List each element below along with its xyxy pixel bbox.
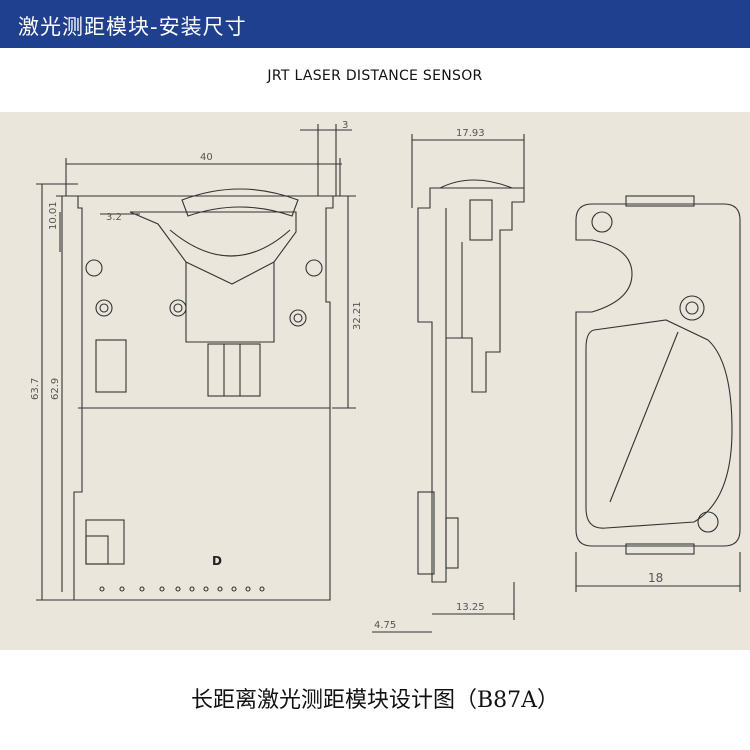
- back-hole: [697, 511, 719, 533]
- chip-inner: [85, 535, 109, 565]
- back-hole: [591, 211, 613, 233]
- lens-top: [181, 188, 299, 217]
- dim-label-4-75: 4.75: [374, 620, 396, 631]
- side-body: [417, 187, 525, 583]
- mounting-hole-inner: [293, 313, 303, 323]
- caption: 长距离激光测距模块设计图（B87A）: [190, 688, 560, 713]
- mounting-hole: [95, 299, 113, 317]
- board-label: D: [212, 554, 222, 568]
- dim-label-62-9: 62.9: [50, 378, 61, 400]
- side-inner-block: [469, 199, 493, 241]
- mounting-hole-inner: [173, 303, 183, 313]
- side-top-lens: [439, 179, 513, 189]
- dim-label-32-21: 32.21: [352, 301, 363, 330]
- back-sensor-inner: [685, 301, 699, 315]
- chip: [85, 519, 125, 565]
- subtitle: JRT LASER DISTANCE SENSOR: [267, 68, 483, 84]
- header-title: 激光测距模块-安装尺寸: [18, 15, 247, 39]
- dim-label-10-01: 10.01: [48, 201, 59, 230]
- back-view: [575, 195, 741, 592]
- lens-housing: [129, 211, 297, 343]
- dim-label-3-2: 3.2: [106, 212, 122, 223]
- pin-row: [99, 586, 265, 592]
- lens-inner-v: [169, 229, 291, 257]
- back-lens-split: [609, 331, 679, 503]
- dim-label-63-7: 63.7: [30, 378, 41, 400]
- left-component: [95, 339, 127, 393]
- mounting-hole: [305, 259, 323, 277]
- front-board-outline: [73, 195, 334, 601]
- mounting-hole: [85, 259, 103, 277]
- back-clip: [625, 543, 695, 555]
- back-outline: [575, 203, 741, 547]
- back-lens: [585, 319, 733, 529]
- back-sensor: [679, 295, 705, 321]
- side-view: [372, 134, 525, 633]
- mounting-hole: [169, 299, 187, 317]
- dim-label-17-93: 17.93: [456, 128, 485, 139]
- dim-label-13-25: 13.25: [456, 602, 485, 613]
- dim-label-18: 18: [648, 571, 663, 585]
- back-clip: [625, 195, 695, 207]
- mounting-hole-inner: [99, 303, 109, 313]
- mounting-hole: [289, 309, 307, 327]
- technical-drawing: 3 40 10.01 3.2 32.21 63.7 62.9 17.93 4.7…: [0, 112, 750, 650]
- front-view: [36, 124, 356, 601]
- lens-inner-v2: [185, 261, 275, 285]
- side-connector: [417, 491, 435, 575]
- dim-label-3: 3: [342, 120, 348, 131]
- technical-drawing-svg: 3 40 10.01 3.2 32.21 63.7 62.9 17.93 4.7…: [30, 120, 741, 633]
- side-connector: [445, 517, 459, 569]
- dim-label-40: 40: [200, 152, 213, 163]
- emitter-block: [207, 343, 261, 397]
- header-bar: 激光测距模块-安装尺寸: [0, 0, 750, 48]
